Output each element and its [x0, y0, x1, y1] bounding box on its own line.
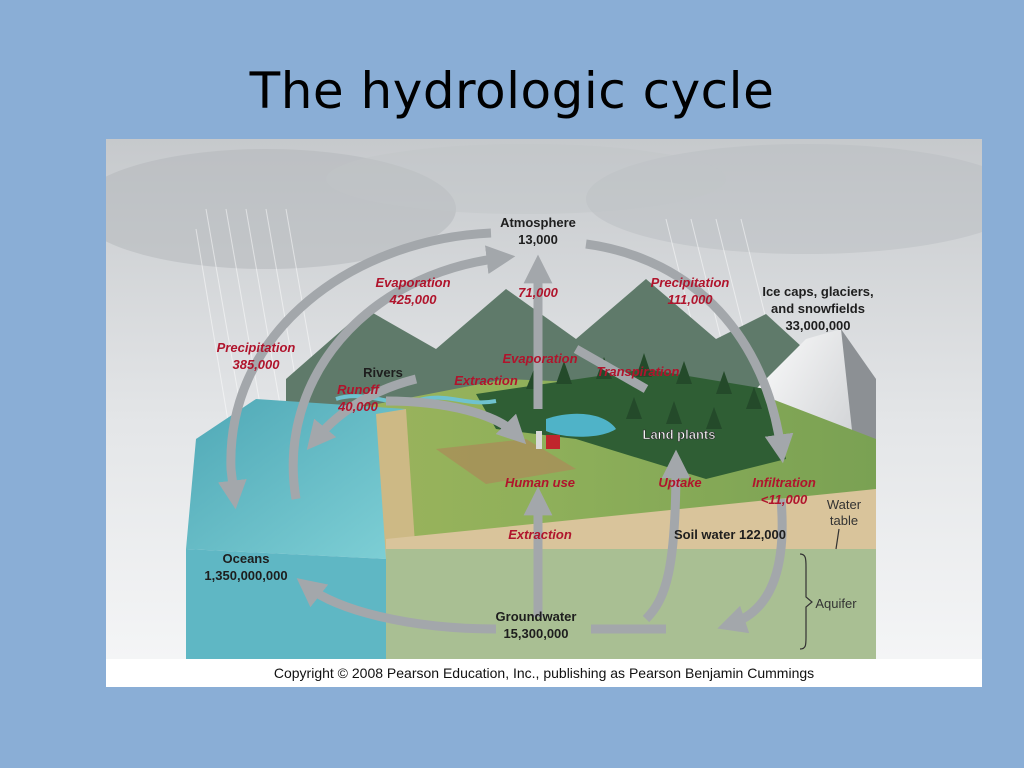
- beach: [376, 409, 416, 559]
- forest: [476, 369, 786, 479]
- field: [436, 439, 576, 484]
- water-table-label-line1: Water: [827, 497, 862, 512]
- ice-caps-label-line1: Ice caps, glaciers,: [762, 284, 873, 299]
- extraction-rivers-label: Extraction: [454, 373, 518, 388]
- uptake-arrow: [642, 449, 691, 623]
- hydrologic-cycle-diagram: Atmosphere 13,000 Evaporation 425,000 71…: [106, 139, 982, 687]
- evaporation-ocean-arrow: [288, 245, 516, 500]
- groundwater-value: 15,300,000: [503, 626, 568, 641]
- groundwater-label: Groundwater: [496, 609, 577, 624]
- copyright-band: [106, 659, 982, 687]
- aquifer-label: Aquifer: [815, 596, 857, 611]
- silo: [536, 431, 542, 449]
- human-use-label: Human use: [505, 475, 575, 490]
- uptake-label: Uptake: [658, 475, 701, 490]
- cloud: [586, 144, 982, 254]
- cloud: [106, 149, 456, 269]
- precipitation-ocean-label: Precipitation: [217, 340, 296, 355]
- extraction-ground-label: Extraction: [508, 527, 572, 542]
- evaporation-ocean-label: Evaporation: [375, 275, 450, 290]
- land-plants-label: Land plants: [643, 427, 716, 442]
- evaporation-ocean-value: 425,000: [389, 292, 438, 307]
- runoff-label: Runoff: [337, 382, 380, 397]
- infiltration-arrow: [717, 498, 787, 634]
- ice-caps-value: 33,000,000: [785, 318, 850, 333]
- transpiration-label: Transpiration: [597, 364, 680, 379]
- atmosphere-flux-value: 71,000: [518, 285, 559, 300]
- aquifer-layer: [386, 549, 876, 659]
- atmosphere-label: Atmosphere: [500, 215, 576, 230]
- water-table-label-line2: table: [830, 513, 858, 528]
- soil-layer: [386, 489, 876, 549]
- oceans-label: Oceans: [223, 551, 270, 566]
- precipitation-ocean-value: 385,000: [233, 357, 281, 372]
- barn: [546, 435, 560, 449]
- precipitation-land-value: 111,000: [667, 292, 713, 307]
- precipitation-land-arrow: [585, 239, 794, 464]
- precipitation-ocean-arrow: [218, 228, 492, 510]
- rivers-label: Rivers: [363, 365, 403, 380]
- water-table-pointer: [835, 528, 840, 550]
- ocean-cross-section: [186, 549, 386, 659]
- infiltration-label: Infiltration: [752, 475, 816, 490]
- lake: [546, 413, 616, 437]
- runoff-value: 40,000: [337, 399, 379, 414]
- infiltration-value: <11,000: [761, 492, 808, 507]
- evaporation-land-label: Evaporation: [502, 351, 577, 366]
- ice-caps-label-line2: and snowfields: [771, 301, 865, 316]
- slide-title: The hydrologic cycle: [249, 62, 775, 120]
- atmosphere-value: 13,000: [518, 232, 558, 247]
- cloud: [326, 144, 726, 214]
- flow-arrows: [218, 228, 794, 634]
- precipitation-land-label: Precipitation: [651, 275, 730, 290]
- oceans-value: 1,350,000,000: [204, 568, 287, 583]
- hydrologic-cycle-figure: Atmosphere 13,000 Evaporation 425,000 71…: [106, 139, 982, 687]
- extraction-rivers-arrow: [385, 396, 527, 445]
- copyright-text: Copyright © 2008 Pearson Education, Inc.…: [273, 665, 815, 681]
- runoff-arrow: [306, 374, 418, 451]
- transpiration-arrow: [573, 345, 649, 393]
- groundwater-ocean-arrow: [296, 578, 497, 634]
- soil-water-label: Soil water 122,000: [674, 527, 786, 542]
- aquifer-bracket: [799, 553, 813, 650]
